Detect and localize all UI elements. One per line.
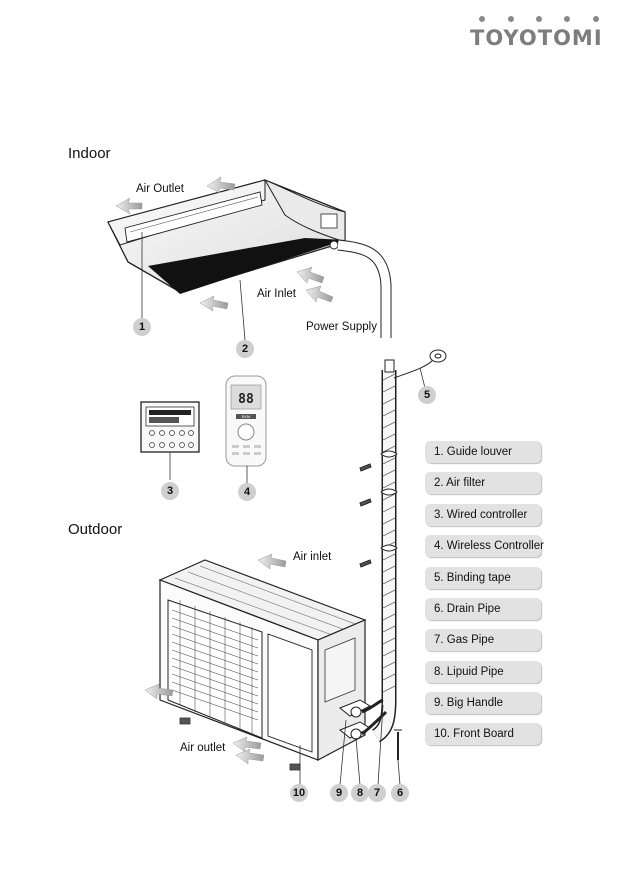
indoor-heading: Indoor [68, 145, 111, 162]
callout-9: 9 [330, 784, 348, 802]
callout-6: 6 [391, 784, 409, 802]
legend-item-air-filter: 2. Air filter [425, 472, 541, 494]
wireless-remote: 88 EKM [225, 375, 267, 483]
legend-item-big-handle: 9. Big Handle [425, 692, 541, 714]
callout-7: 7 [368, 784, 386, 802]
air-inlet-outdoor-label: Air inlet [293, 551, 332, 563]
legend-item-front-board: 10. Front Board [425, 723, 541, 745]
wired-controller [140, 401, 200, 480]
legend-item-wireless-controller: 4. Wireless Controller [425, 535, 544, 557]
outdoor-heading: Outdoor [68, 521, 123, 538]
piping-bundle [359, 349, 447, 743]
remote-display: 88 [238, 392, 254, 407]
legend-item-guide-louver: 1. Guide louver [425, 441, 541, 463]
air-outlet-indoor-label: Air Outlet [136, 183, 184, 195]
legend-item-drain-pipe: 6. Drain Pipe [425, 598, 541, 620]
legend-item-gas-pipe: 7. Gas Pipe [425, 629, 541, 651]
legend-item-liquid-pipe: 8. Lipuid Pipe [425, 661, 541, 683]
callout-8: 8 [351, 784, 369, 802]
legend-item-binding-tape: 5. Binding tape [425, 567, 541, 589]
power-supply-label: Power Supply [306, 321, 377, 333]
outdoor-unit [158, 559, 402, 771]
indoor-unit [107, 179, 392, 338]
callout-2: 2 [236, 340, 254, 358]
logo-dots [470, 16, 602, 24]
callout-4: 4 [238, 483, 256, 501]
air-inlet-indoor-label: Air Inlet [257, 288, 296, 300]
callout-1: 1 [133, 318, 151, 336]
indoor-airflow-arrows [115, 176, 334, 312]
outdoor-airflow-arrows [144, 553, 287, 765]
air-outlet-outdoor-label: Air outlet [180, 742, 226, 754]
callout-3: 3 [161, 482, 179, 500]
brand-logo: TOYOTOMI [470, 16, 602, 50]
remote-button-label: EKM [242, 414, 251, 419]
callout-5: 5 [418, 386, 436, 404]
callout-10: 10 [290, 784, 308, 802]
brand-name: TOYOTOMI [470, 26, 603, 50]
legend-item-wired-controller: 3. Wired controller [425, 504, 541, 526]
